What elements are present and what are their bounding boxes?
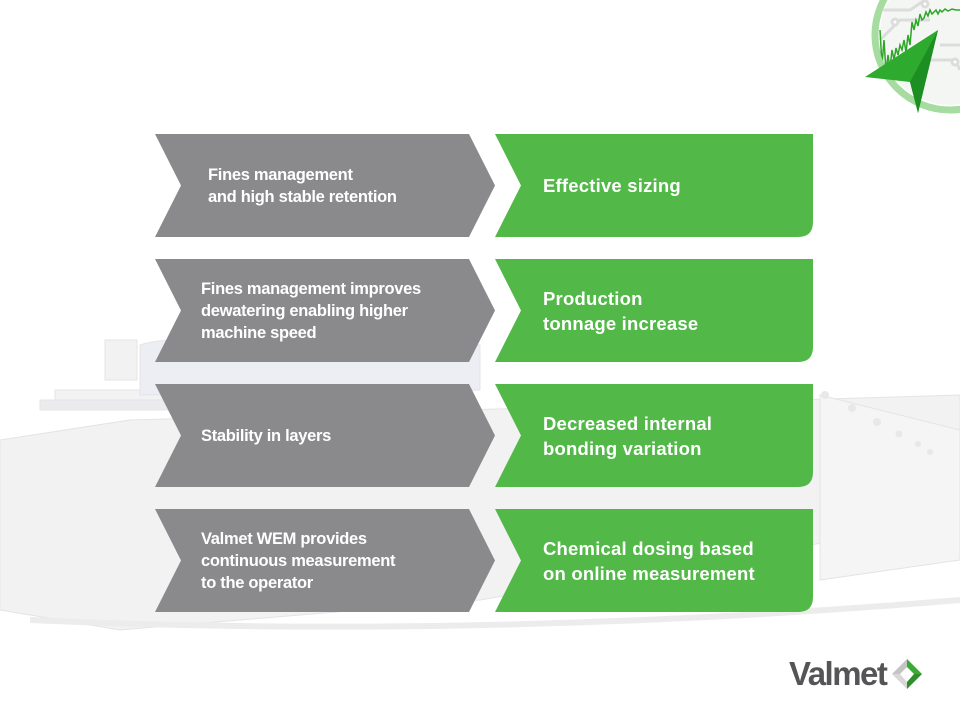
cause-text: Fines management and high stable retenti… (208, 165, 397, 206)
row-shapes (155, 509, 813, 612)
benefit-box (495, 134, 813, 237)
flow-row: Stability in layers Decreased internal b… (155, 384, 815, 487)
benefit-box (495, 509, 813, 612)
cause-text: Fines management improves dewatering ena… (201, 279, 421, 342)
cause-chevron (155, 384, 495, 487)
valmet-diamond-icon (892, 659, 923, 689)
flow-row: Fines management and high stable retenti… (155, 134, 815, 237)
row-shapes (155, 259, 813, 362)
cause-chevron (155, 259, 495, 362)
cause-chevron (155, 509, 495, 612)
benefit-text: Effective sizing (543, 175, 681, 196)
row-shapes (155, 134, 813, 237)
benefit-text: Production tonnage increase (543, 287, 699, 334)
benefit-box (495, 259, 813, 362)
brand-name: Valmet (789, 655, 888, 692)
flow-row: Fines management improves dewatering ena… (155, 259, 815, 362)
measurement-compass-icon (865, 0, 960, 114)
row-shapes (155, 384, 813, 487)
valmet-logo: Valmet (789, 655, 924, 693)
cause-chevron (155, 134, 495, 237)
benefit-text: Decreased internal bonding variation (543, 412, 713, 459)
benefit-box (495, 384, 813, 487)
flow-row: Valmet WEM provides continuous measureme… (155, 509, 815, 612)
benefit-text: Chemical dosing based on online measurem… (543, 537, 755, 584)
cause-text: Valmet WEM provides continuous measureme… (201, 529, 396, 592)
cause-text: Stability in layers (201, 426, 332, 445)
